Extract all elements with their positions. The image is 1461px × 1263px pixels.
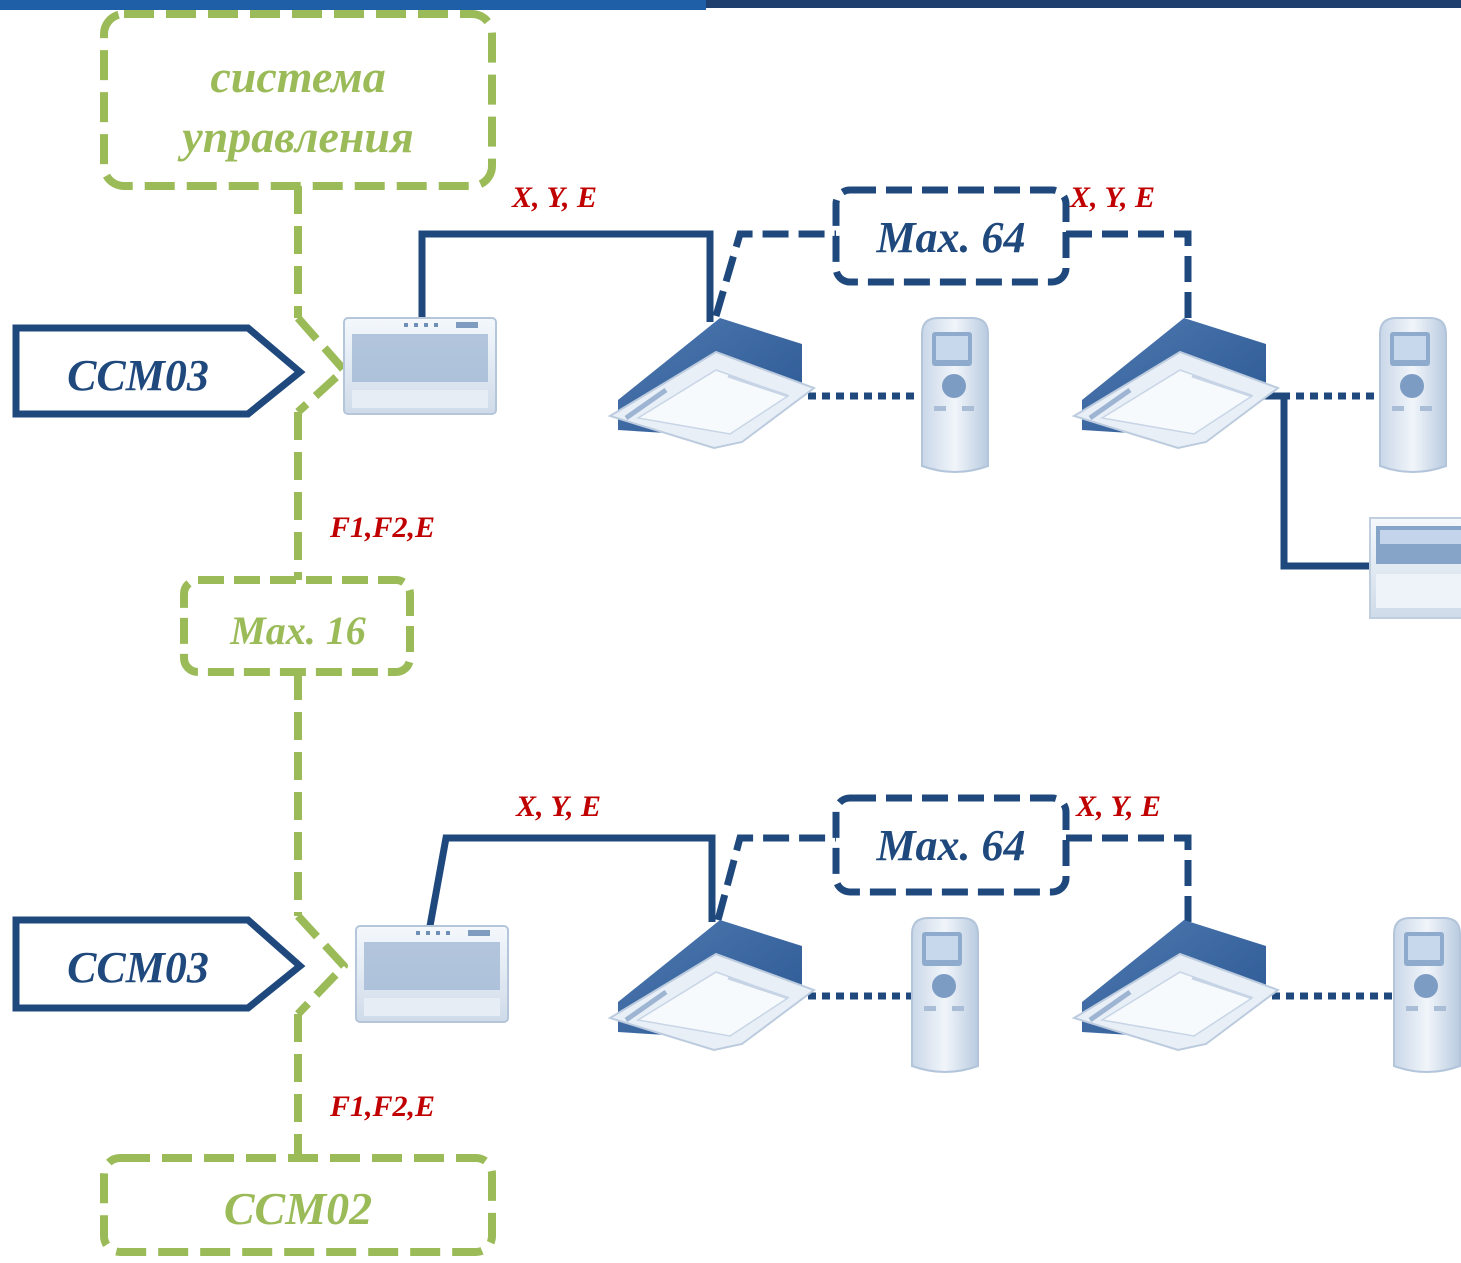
- bus-line: [294, 186, 348, 1158]
- max64-label-upper: Max. 64: [875, 213, 1025, 262]
- remote-controller-icon: [1379, 317, 1447, 473]
- link-dashed-lower: [714, 834, 1192, 926]
- cassette-indoor-unit-icon: [1074, 920, 1278, 1050]
- top-bar-left: [0, 0, 706, 10]
- control-system-label-line1: система: [210, 51, 385, 102]
- remote-controller-icon: [911, 917, 979, 1073]
- remote-controller-icon: [1393, 917, 1461, 1073]
- remote-controller-icon: [921, 317, 989, 473]
- central-controller-icon: [355, 925, 509, 1023]
- link-dashed-upper: [712, 230, 1192, 328]
- max64-box-upper: [832, 186, 1070, 286]
- cassette-indoor-unit-icon: [610, 318, 814, 448]
- f1f2e-label-lower: F1,F2,E: [329, 1090, 435, 1123]
- wired-link: [1262, 392, 1372, 570]
- ccm02-label: CCM02: [224, 1183, 372, 1234]
- xye-label-lower-1: X, Y, E: [515, 790, 601, 823]
- max64-label-lower: Max. 64: [875, 821, 1025, 870]
- control-system-label-line2: управления: [177, 111, 413, 162]
- xye-label-upper-2: X, Y, E: [1069, 181, 1155, 214]
- max64-box-lower: [832, 794, 1070, 896]
- max16-label: Max. 16: [229, 608, 366, 653]
- cassette-indoor-unit-icon: [610, 920, 814, 1050]
- ccm03-tag-upper: [12, 324, 306, 418]
- ccm03-label-upper: CCM03: [67, 351, 209, 400]
- wired-controller-icon: [1369, 517, 1461, 619]
- ccm03-tag-lower: [12, 916, 306, 1012]
- xye-label-upper-1: X, Y, E: [511, 181, 597, 214]
- max16-box: [180, 576, 414, 676]
- ccm03-label-lower: CCM03: [67, 943, 209, 992]
- top-bar-right: [706, 0, 1461, 8]
- control-system-box: [100, 10, 496, 190]
- link-solid-upper: [418, 230, 714, 322]
- central-controller-icon: [343, 317, 497, 415]
- ccm02-box: [100, 1154, 496, 1256]
- f1f2e-label-upper: F1,F2,E: [329, 511, 435, 544]
- cassette-indoor-unit-icon: [1074, 318, 1278, 448]
- link-solid-lower: [426, 834, 716, 927]
- xye-label-lower-2: X, Y, E: [1075, 790, 1161, 823]
